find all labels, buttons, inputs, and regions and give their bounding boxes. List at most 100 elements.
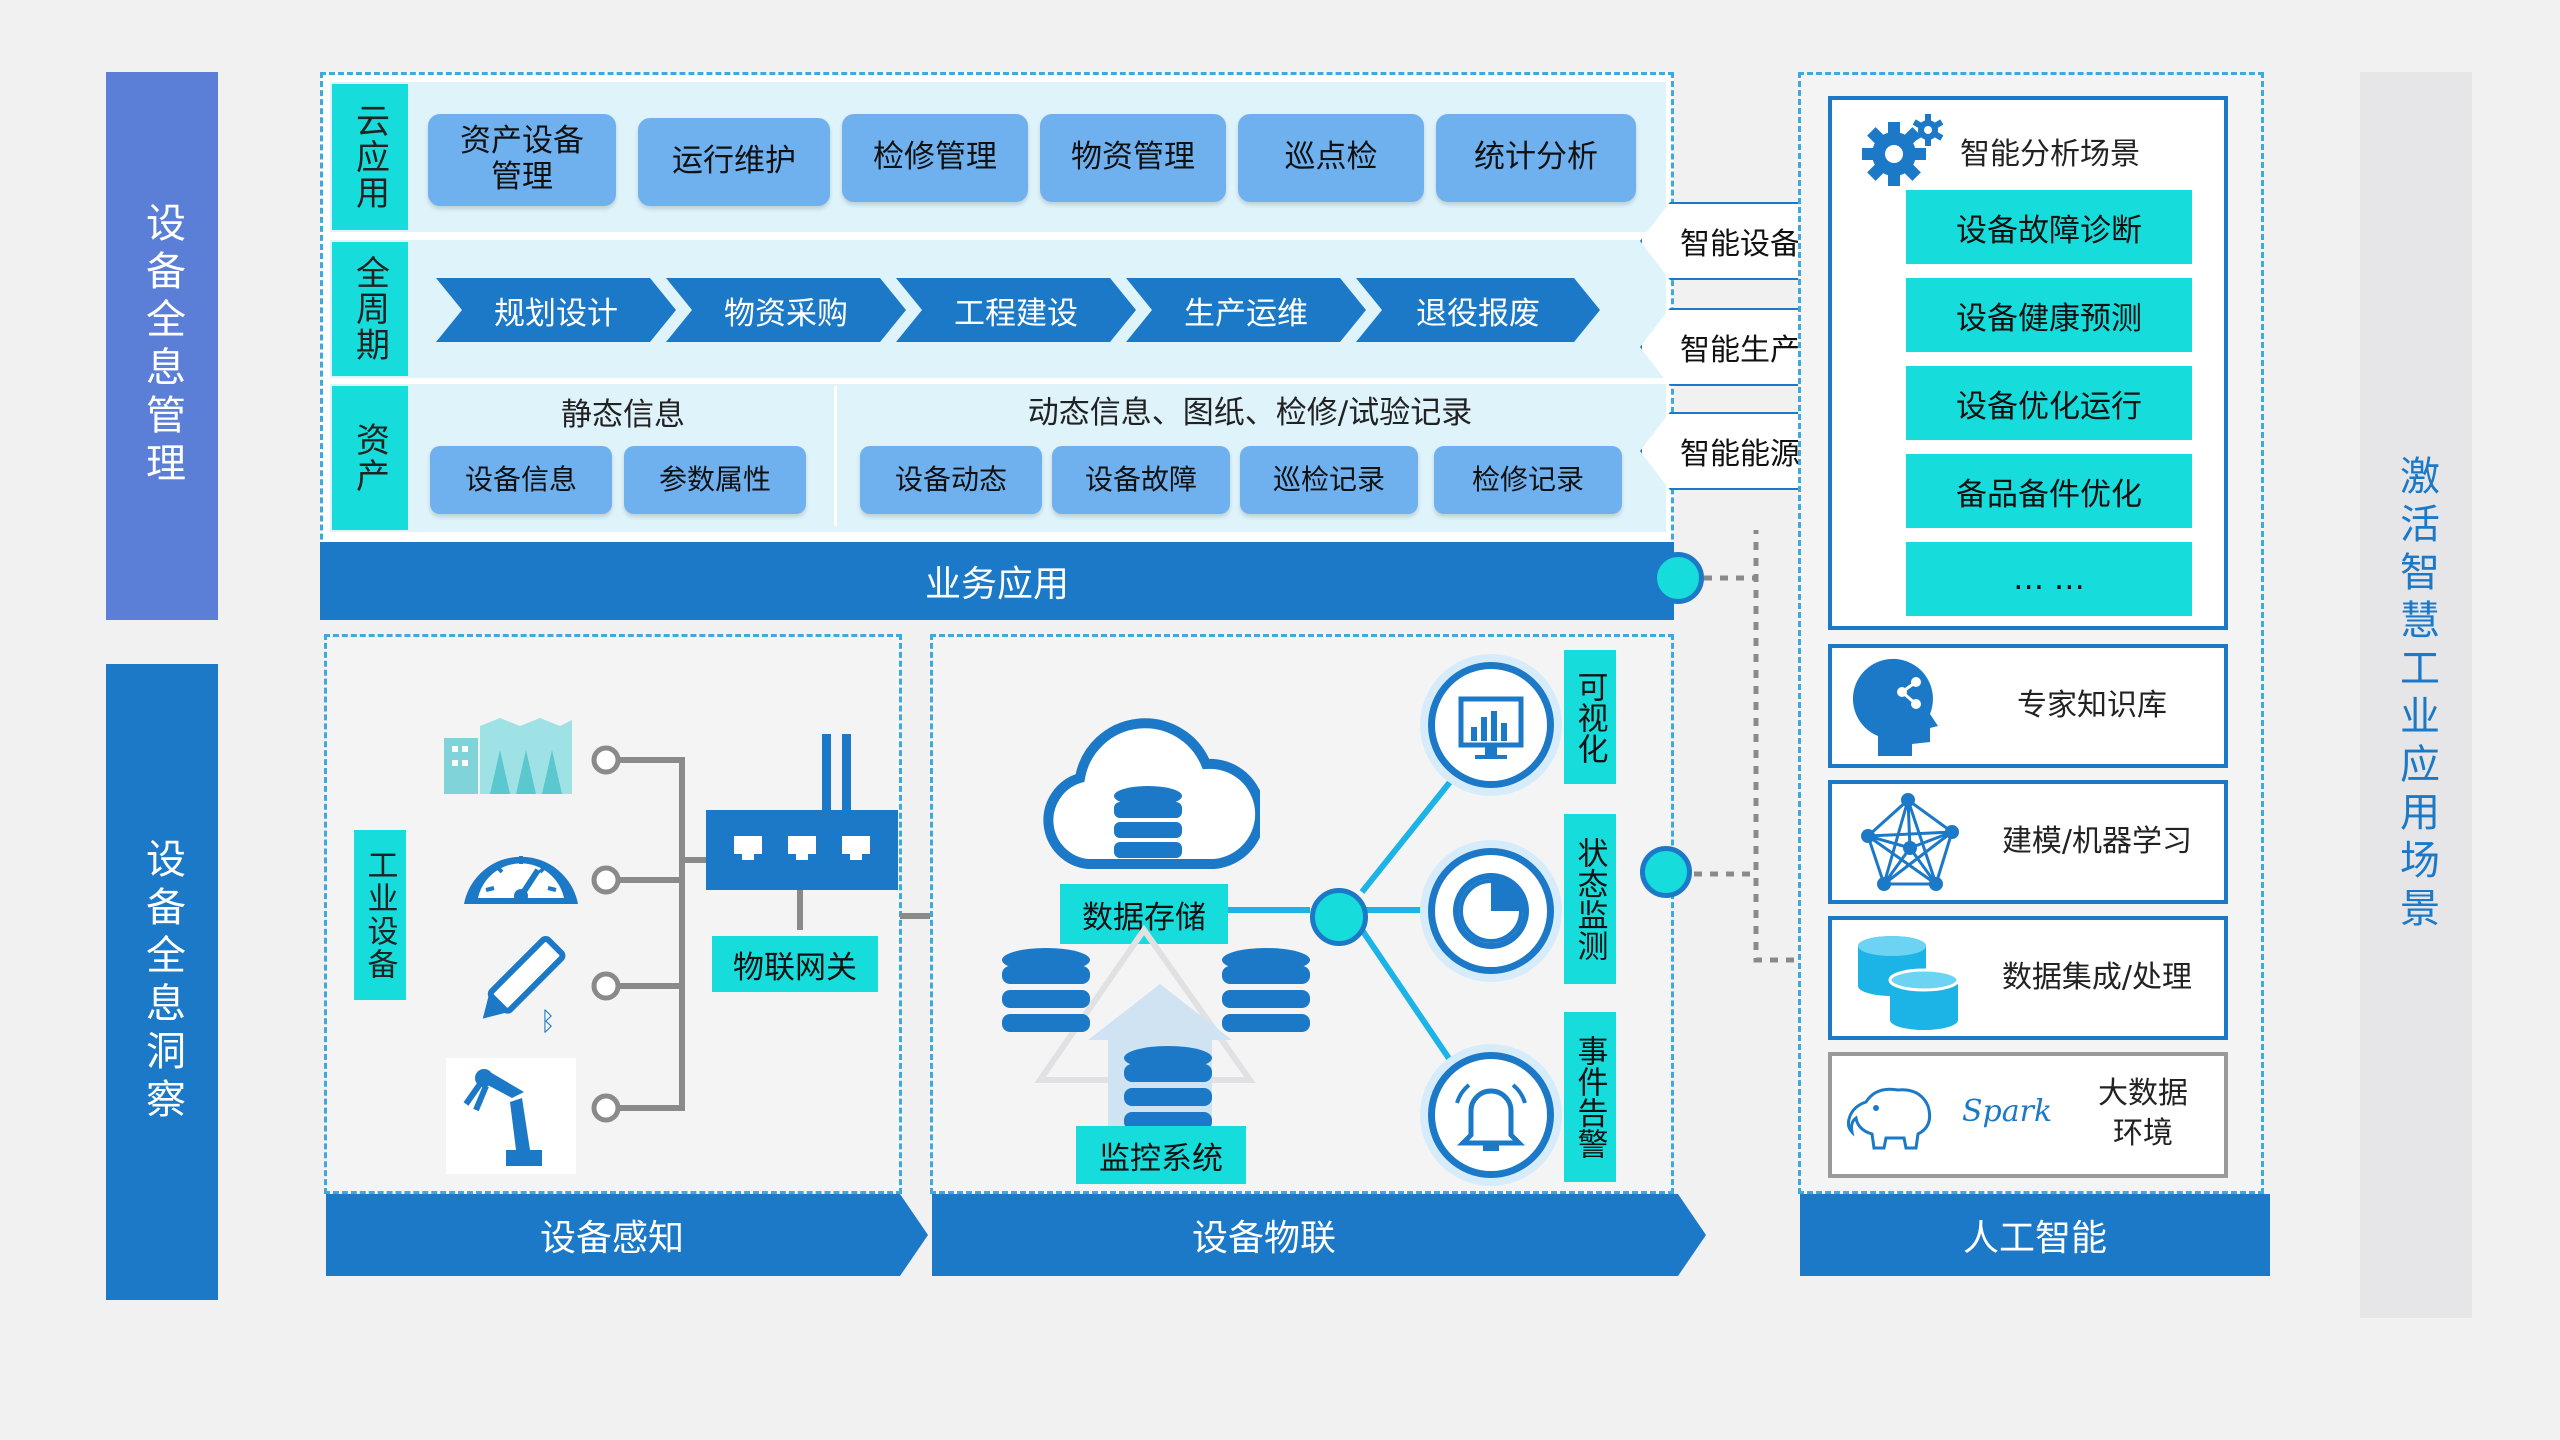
scene-fault-diagnosis[interactable]: 设备故障诊断 — [1906, 190, 2192, 264]
cloud-item-inspection[interactable]: 巡点检 — [1238, 114, 1424, 202]
asset-row-label: 资产 — [332, 386, 408, 530]
module-machine-learning[interactable]: 建模/机器学习 — [1828, 780, 2228, 904]
ai-footer: 人工智能 — [1800, 1194, 2270, 1276]
output-event-alarm: 事件告警 — [1564, 1012, 1616, 1182]
right-bar-scenes: 激活智慧工业应用场景 — [2360, 72, 2472, 1318]
network-icon — [1854, 792, 1964, 896]
dynamic-item-patrol[interactable]: 巡检记录 — [1240, 446, 1418, 514]
iot-right-node — [1640, 846, 1692, 898]
lifecycle-row-label-text: 全周期 — [349, 255, 390, 363]
industrial-device-label: 工业设备 — [354, 830, 406, 1000]
module-knowledge-base[interactable]: 专家知识库 — [1828, 644, 2228, 768]
output-status-monitor: 状态监测 — [1564, 814, 1616, 984]
lifecycle-step-label: 规划设计 — [494, 295, 618, 332]
lifecycle-row-label: 全周期 — [332, 242, 408, 376]
business-footer-label: 业务应用 — [924, 564, 1069, 605]
scene-optimal-operation[interactable]: 设备优化运行 — [1906, 366, 2192, 440]
cloud-item-statistics[interactable]: 统计分析 — [1436, 114, 1636, 202]
lifecycle-step-label: 退役报废 — [1416, 295, 1540, 332]
left-bar-insight: 设备全息洞察 — [106, 664, 218, 1300]
clock-icon[interactable] — [1428, 848, 1554, 974]
iot-footer: 设备物联 — [932, 1194, 1706, 1276]
dynamic-item-repair-record[interactable]: 检修记录 — [1434, 446, 1622, 514]
lifecycle-step-operate[interactable]: 生产运维 — [1126, 278, 1366, 342]
static-item-label: 参数属性 — [658, 462, 771, 496]
gauge-icon — [456, 818, 586, 910]
module-data-integration[interactable]: 数据集成/处理 — [1828, 916, 2228, 1040]
business-node — [1652, 552, 1704, 604]
hadoop-icon — [1846, 1082, 1940, 1152]
bell-icon[interactable] — [1428, 1052, 1554, 1178]
static-item-label: 设备信息 — [464, 462, 577, 496]
left-bar-management: 设备全息管理 — [106, 72, 218, 620]
monitor-system-label: 监控系统 — [1076, 1126, 1246, 1184]
ai-footer-label: 人工智能 — [1962, 1218, 2107, 1259]
router-icon — [706, 730, 898, 890]
dynamic-item-label: 巡检记录 — [1272, 462, 1385, 496]
dynamic-item-label: 设备故障 — [1084, 462, 1197, 496]
monitor-system-text: 监控系统 — [1099, 1140, 1223, 1177]
head-icon — [1848, 656, 1948, 760]
gear-icon — [1860, 112, 1946, 188]
lifecycle-step-retire[interactable]: 退役报废 — [1356, 278, 1600, 342]
lifecycle-step-plan[interactable]: 规划设计 — [436, 278, 676, 342]
industrial-device-label-text: 工业设备 — [361, 849, 398, 981]
lifecycle-step-build[interactable]: 工程建设 — [896, 278, 1136, 342]
sensing-footer: 设备感知 — [326, 1194, 928, 1276]
scene-health-prediction[interactable]: 设备健康预测 — [1906, 278, 2192, 352]
database-icon — [1852, 932, 1972, 1032]
scene-spare-parts[interactable]: 备品备件优化 — [1906, 454, 2192, 528]
lifecycle-step-label: 生产运维 — [1184, 295, 1308, 332]
dynamic-item-status[interactable]: 设备动态 — [860, 446, 1042, 514]
cloud-item-label: 资产设备管理 — [460, 123, 584, 195]
robot-arm-icon — [446, 1058, 576, 1174]
factory-icon — [440, 710, 576, 798]
static-info-title: 静态信息 — [561, 397, 685, 433]
cloud-item-repair[interactable]: 检修管理 — [842, 114, 1028, 202]
cloud-item-label: 统计分析 — [1474, 139, 1598, 176]
module-label: 数据集成/处理 — [2001, 960, 2193, 995]
cloud-item-label: 检修管理 — [873, 139, 997, 176]
spark-logo: Spark — [1962, 1094, 2053, 1129]
chart-icon[interactable] — [1428, 662, 1554, 788]
output-visualization-text: 可视化 — [1571, 670, 1608, 764]
lifecycle-step-label: 物资采购 — [724, 295, 848, 332]
lifecycle-step-purchase[interactable]: 物资采购 — [666, 278, 906, 342]
analysis-scene-title: 智能分析场景 — [1960, 137, 2140, 172]
cloud-item-material[interactable]: 物资管理 — [1040, 114, 1226, 202]
dynamic-item-label: 检修记录 — [1471, 462, 1584, 496]
module-label: 大数据环境 — [2098, 1076, 2188, 1151]
iot-footer-label: 设备物联 — [1191, 1218, 1336, 1259]
output-visualization: 可视化 — [1564, 650, 1616, 784]
lifecycle-step-label: 工程建设 — [954, 295, 1078, 332]
cloud-row-label-text: 云应用 — [349, 103, 390, 211]
cloud-item-label: 物资管理 — [1071, 139, 1195, 176]
scene-more[interactable]: … … — [1906, 542, 2192, 616]
cloud-item-label: 运行维护 — [672, 143, 796, 180]
scene-label: 备品备件优化 — [1956, 476, 2142, 513]
cloud-database-icon — [1036, 714, 1266, 874]
left-bar-insight-label: 设备全息洞察 — [139, 838, 185, 1126]
asset-row-label-text: 资产 — [349, 422, 390, 494]
cloud-item-asset[interactable]: 资产设备管理 — [428, 114, 616, 206]
module-label: 专家知识库 — [2017, 688, 2167, 723]
left-bar-management-label: 设备全息管理 — [139, 202, 185, 490]
sensing-footer-label: 设备感知 — [539, 1218, 684, 1259]
scene-label: 设备健康预测 — [1956, 300, 2142, 337]
dynamic-item-label: 设备动态 — [894, 462, 1007, 496]
asset-divider — [834, 386, 837, 526]
iot-gateway-label: 物联网关 — [712, 936, 878, 992]
svg-text:ᛒ: ᛒ — [540, 1007, 556, 1034]
cloud-item-label: 巡点检 — [1284, 139, 1378, 176]
static-item-device-info[interactable]: 设备信息 — [430, 446, 612, 514]
scene-label: 设备故障诊断 — [1956, 212, 2142, 249]
module-big-data[interactable]: Spark 大数据环境 — [1828, 1052, 2228, 1178]
static-item-params[interactable]: 参数属性 — [624, 446, 806, 514]
bluetooth-pen-icon: ᛒ — [466, 934, 566, 1037]
scene-label: 设备优化运行 — [1956, 388, 2142, 425]
cloud-item-operation[interactable]: 运行维护 — [638, 118, 830, 206]
cloud-row-label: 云应用 — [332, 84, 408, 230]
scene-label: … … — [2013, 561, 2085, 597]
dynamic-item-fault[interactable]: 设备故障 — [1052, 446, 1230, 514]
iot-hub-node — [1310, 888, 1368, 946]
